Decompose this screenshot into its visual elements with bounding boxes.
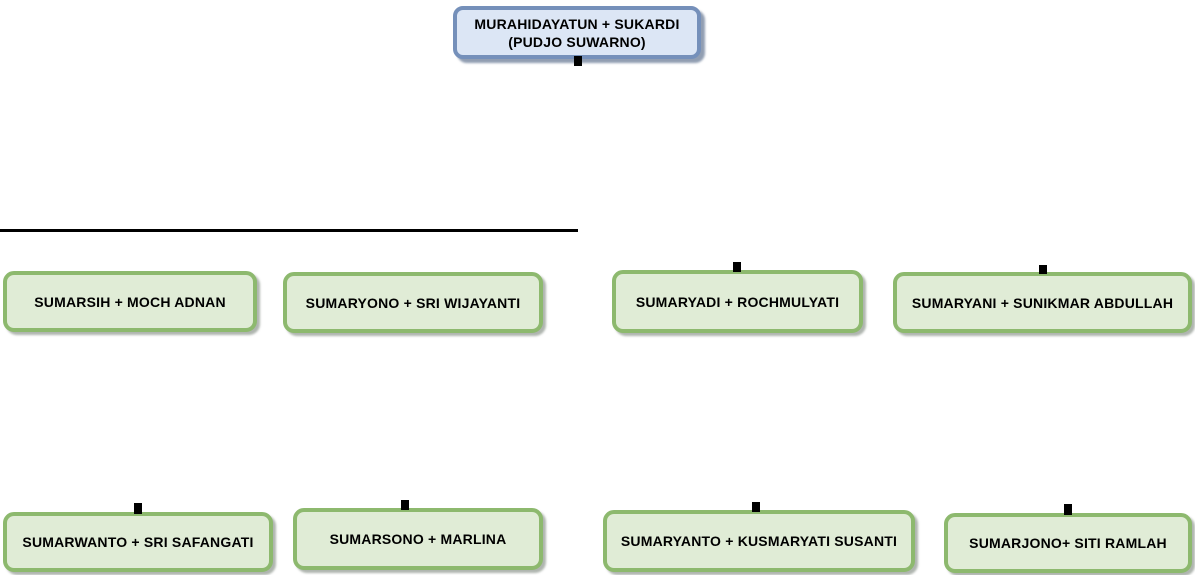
node-label: SUMARYANI + SUNIKMAR ABDULLAH bbox=[911, 294, 1174, 311]
node-label: SUMARYADI + ROCHMULYATI bbox=[635, 293, 840, 310]
connector-stub-sumarsono bbox=[401, 500, 409, 510]
connector-branch-line bbox=[0, 229, 578, 232]
node-sumaryadi: SUMARYADI + ROCHMULYATI bbox=[612, 270, 863, 333]
node-label: SUMARJONO+ SITI RAMLAH bbox=[969, 535, 1167, 551]
node-sumarsih: SUMARSIH + MOCH ADNAN bbox=[3, 271, 257, 332]
node-label: SUMARSIH + MOCH ADNAN bbox=[34, 293, 226, 310]
node-murahidayatun-sukardi: MURAHIDAYATUN + SUKARDI (PUDJO SUWARNO) bbox=[453, 6, 701, 59]
node-sumaryanto: SUMARYANTO + KUSMARYATI SUSANTI bbox=[603, 510, 915, 572]
node-sumarsono: SUMARSONO + MARLINA bbox=[293, 508, 543, 570]
connector-stub-sumaryani bbox=[1039, 265, 1047, 274]
node-label-line1: MURAHIDAYATUN + SUKARDI bbox=[474, 15, 680, 32]
node-sumarwanto: SUMARWANTO + SRI SAFANGATI bbox=[3, 512, 273, 572]
connector-stub-sumaryanto bbox=[752, 502, 760, 512]
node-label: SUMARYANTO + KUSMARYATI SUSANTI bbox=[620, 533, 898, 549]
node-label: SUMARSONO + MARLINA bbox=[329, 531, 507, 547]
connector-stub-sumarwanto bbox=[134, 503, 142, 514]
connector-stub-sumaryadi bbox=[733, 262, 741, 272]
node-label: SUMARYONO + SRI WIJAYANTI bbox=[305, 294, 521, 311]
node-label-line2: (PUDJO SUWARNO) bbox=[508, 33, 646, 50]
node-label: SUMARWANTO + SRI SAFANGATI bbox=[22, 534, 254, 550]
node-sumaryani: SUMARYANI + SUNIKMAR ABDULLAH bbox=[893, 272, 1192, 333]
node-sumaryono: SUMARYONO + SRI WIJAYANTI bbox=[283, 272, 543, 333]
connector-stub-sumarjono bbox=[1064, 504, 1072, 515]
node-sumarjono: SUMARJONO+ SITI RAMLAH bbox=[944, 513, 1192, 573]
connector-stub-root bbox=[574, 56, 582, 66]
